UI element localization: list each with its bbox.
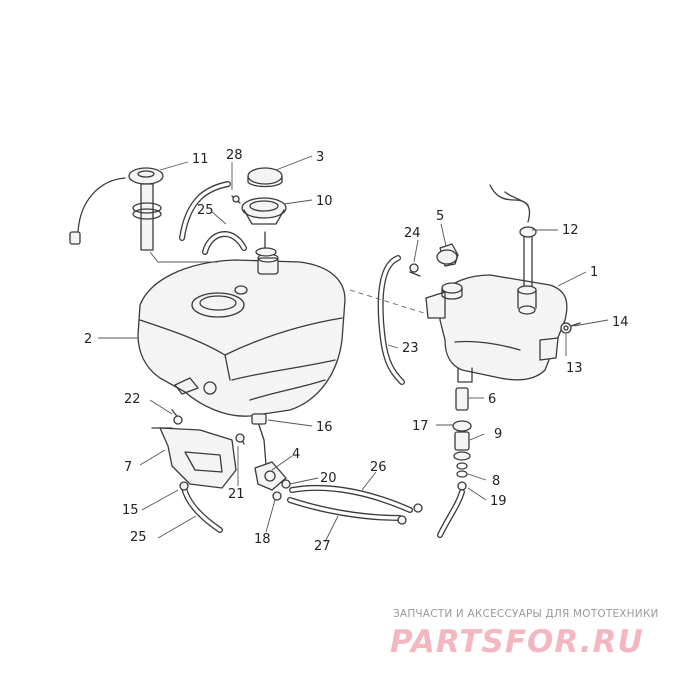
filler-cap (247, 167, 283, 188)
callout-11: 11 (192, 152, 209, 167)
callout-25-upper: 25 (197, 203, 214, 218)
callout-3: 3 (316, 150, 324, 165)
fuel-tap (251, 413, 287, 491)
callout-4: 4 (292, 447, 300, 462)
callout-23: 23 (402, 341, 419, 356)
filler-ring (241, 197, 287, 225)
callout-18: 18 (254, 532, 271, 547)
fuel-sender-unit (69, 167, 218, 263)
callout-5: 5 (436, 209, 444, 224)
callout-28: 28 (226, 148, 243, 163)
callout-15: 15 (122, 503, 139, 518)
callout-27: 27 (314, 539, 331, 554)
callout-17: 17 (412, 419, 429, 434)
callout-12: 12 (562, 223, 579, 238)
callout-1: 1 (590, 265, 598, 280)
washer-bolt-13-14 (560, 322, 581, 334)
callout-21: 21 (228, 487, 245, 502)
fuel-tank (137, 253, 346, 417)
watermark-brand: PARTSFOR.RU (390, 624, 644, 660)
callout-2: 2 (84, 332, 92, 347)
callout-13: 13 (566, 361, 583, 376)
callout-7: 7 (124, 460, 132, 475)
callout-22: 22 (124, 392, 141, 407)
outlet-fitting-stack (452, 387, 472, 491)
level-sensor (489, 184, 537, 287)
hose-28 (179, 181, 231, 241)
callout-14: 14 (612, 315, 629, 330)
callout-16: 16 (316, 420, 333, 435)
hose-lower-right (437, 489, 465, 538)
callout-26: 26 (370, 460, 387, 475)
hose-23 (377, 255, 405, 385)
hose-25-lower (181, 485, 223, 533)
callout-9: 9 (494, 427, 502, 442)
reservoir-cap (436, 243, 459, 267)
callout-8: 8 (492, 474, 500, 489)
callout-6: 6 (488, 392, 496, 407)
callout-20: 20 (320, 471, 337, 486)
callout-19: 19 (490, 494, 507, 509)
callout-25-lower: 25 (130, 530, 147, 545)
bracket (151, 427, 237, 489)
hose-25-upper (202, 231, 247, 255)
watermark-subtitle: ЗАПЧАСТИ И АКСЕССУАРЫ ДЛЯ МОТОТЕХНИКИ (393, 608, 659, 620)
callout-10: 10 (316, 194, 333, 209)
watermark: ЗАПЧАСТИ И АКСЕССУАРЫ ДЛЯ МОТОТЕХНИКИ PA… (390, 608, 659, 660)
callout-24: 24 (404, 226, 421, 241)
hoses-26-27 (287, 484, 413, 521)
hose-clip-24 (409, 263, 421, 277)
callout-labels: 11 28 3 10 25 2 5 24 12 1 14 13 23 6 17 … (84, 148, 629, 554)
leader-lines (98, 155, 609, 543)
oil-reservoir (425, 274, 568, 383)
